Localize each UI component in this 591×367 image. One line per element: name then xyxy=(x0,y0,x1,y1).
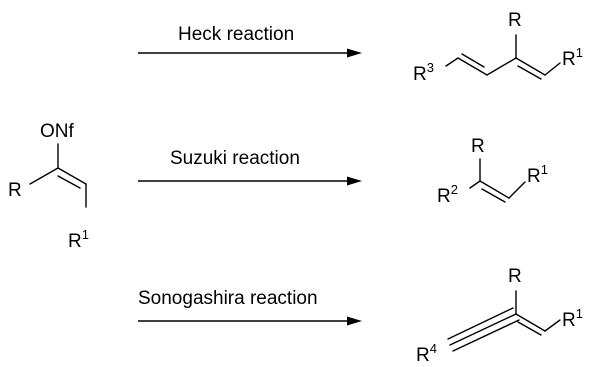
heck-r3-label: R3 xyxy=(413,60,434,85)
reactant-double-bond-inner xyxy=(57,175,81,189)
heck-double-bond-2-inner xyxy=(517,65,542,80)
reactant-onf-label: ONf xyxy=(40,121,75,142)
reactant-double-bond-outer xyxy=(57,167,87,185)
heck-r-label: R xyxy=(508,10,522,31)
heck-bond-c-r1 xyxy=(544,62,561,76)
sonogashira-triple-bond-1 xyxy=(449,313,517,346)
heck-double-bond-1-outer xyxy=(457,57,488,76)
suzuki-r2-label: R2 xyxy=(437,182,458,207)
sonogashira-r-label: R xyxy=(508,266,522,287)
heck-double-bond-2-outer xyxy=(515,57,546,76)
sonogashira-product-structure: R R1 R4 xyxy=(416,266,583,366)
heck-bond-c-r3 xyxy=(445,57,459,67)
arrow-heck: Heck reaction xyxy=(138,24,362,58)
suzuki-double-bond-inner xyxy=(481,188,506,203)
suzuki-r1-label: R1 xyxy=(527,162,548,187)
sonogashira-r1-label: R1 xyxy=(562,306,583,331)
suzuki-r-label: R xyxy=(471,136,485,157)
reaction-label-suzuki: Suzuki reaction xyxy=(170,148,300,169)
reaction-label-sonogashira: Sonogashira reaction xyxy=(138,288,318,309)
reactant-r-label: R xyxy=(8,180,22,201)
heck-product-structure: R R1 R3 xyxy=(413,10,583,85)
arrow-suzuki: Suzuki reaction xyxy=(138,148,362,186)
sonogashira-bond-c-r1 xyxy=(544,319,561,332)
sonogashira-triple-bond-2 xyxy=(447,307,514,340)
suzuki-bond-c-r2 xyxy=(469,180,481,189)
reaction-label-heck: Heck reaction xyxy=(178,24,294,45)
suzuki-product-structure: R R1 R2 xyxy=(437,136,548,207)
suzuki-bond-c-r1 xyxy=(508,181,526,199)
reactant-r1-label: R1 xyxy=(68,227,89,252)
heck-double-bond-1-inner xyxy=(461,53,485,68)
suzuki-double-bond-outer xyxy=(479,180,510,199)
heck-bond-c2-c3 xyxy=(486,57,517,76)
sonogashira-triple-bond-3 xyxy=(452,319,520,352)
sonogashira-r4-label: R4 xyxy=(416,341,437,366)
sonogashira-double-bond-outer xyxy=(515,313,546,332)
reactant-structure: ONf R R1 xyxy=(8,121,89,252)
sonogashira-double-bond-inner xyxy=(517,321,542,336)
reactant-bond-c-r xyxy=(29,167,59,185)
heck-r1-label: R1 xyxy=(562,45,583,70)
arrow-sonogashira: Sonogashira reaction xyxy=(138,288,362,326)
